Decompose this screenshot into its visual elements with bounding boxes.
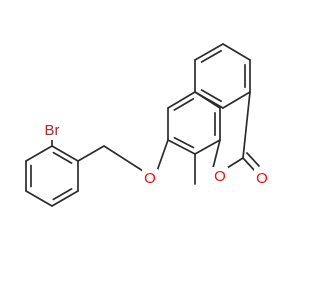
bond-ring-c-4 <box>222 91 251 109</box>
bond-ring-c-1 <box>194 43 224 61</box>
ring-oxygen-bg <box>212 167 228 187</box>
atom-label-layer: Br O O O <box>38 120 270 189</box>
bond-o-ring <box>156 139 169 172</box>
bromine-atom-label: Br <box>45 122 60 139</box>
ring-oxygen-atom-label: O <box>214 168 226 185</box>
bond-ring-b-double-1 <box>173 97 195 111</box>
bond-ring-b-1 <box>167 91 196 109</box>
bond-c-o-double-a <box>242 157 256 172</box>
bond-ring-a-3 <box>25 190 53 207</box>
bond-layer <box>25 43 260 207</box>
bond-ring-c-5 <box>194 91 224 109</box>
br-label-bg <box>38 120 64 140</box>
bond-ring-a-6 <box>51 145 79 162</box>
bond-o-carbonyl-c <box>226 157 244 169</box>
bond-ring-c-2 <box>222 43 251 61</box>
bond-c-o-double-b <box>246 152 260 167</box>
bond-carbonyl-c-ring <box>242 91 251 159</box>
ether-oxygen-bg <box>142 169 158 189</box>
bond-ring-a-double-2 <box>52 188 73 201</box>
bond-ring-a-double-3 <box>52 151 73 164</box>
bond-ring-b-double-2 <box>173 136 195 149</box>
carbonyl-oxygen-atom-label: O <box>256 170 268 187</box>
bond-ch2-o <box>103 145 144 172</box>
bond-ring-b-o <box>212 139 221 169</box>
bond-ring-ch2 <box>77 145 105 162</box>
canvas-background <box>0 0 300 300</box>
carbonyl-oxygen-bg <box>254 169 270 189</box>
bond-ring-c-double-3 <box>200 89 223 103</box>
bond-ring-a-4 <box>51 190 79 207</box>
bond-ring-b-4 <box>194 139 221 155</box>
bond-ring-c-double-1 <box>200 49 223 63</box>
bond-ring-a-1 <box>25 145 53 162</box>
molecule-structure: Br O O O <box>0 0 300 300</box>
ether-oxygen-atom-label: O <box>144 170 156 187</box>
bond-ring-b-3 <box>167 139 196 155</box>
